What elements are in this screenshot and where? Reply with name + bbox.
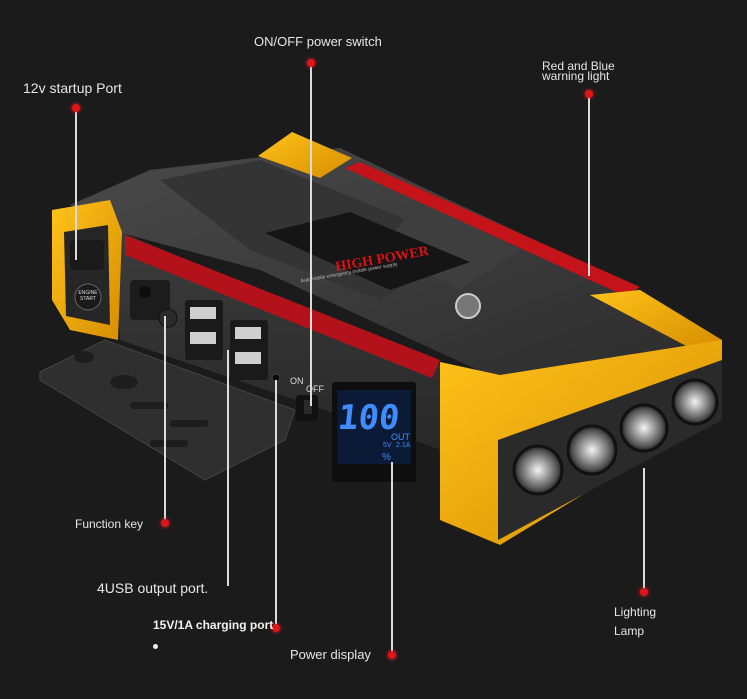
callout-dot-startup-port	[72, 104, 80, 112]
callout-dot-power-switch	[307, 59, 315, 67]
bullet-dot	[153, 644, 158, 649]
callout-startup-port: 12v startup Port	[23, 80, 122, 96]
callout-lighting-line2: Lamp	[614, 624, 645, 638]
top-left-bumper	[258, 132, 352, 178]
callout-warning-light-line1: Red and Blue	[542, 59, 615, 73]
switch-off-label: OFF	[306, 384, 324, 394]
display-spec-voltage: 5V	[383, 442, 392, 449]
callout-charging-port: 15V/1A charging port	[153, 618, 274, 632]
engine-start-button[interactable]: ENGINE START	[78, 290, 98, 302]
callout-dot-charging-port	[272, 624, 280, 632]
callout-lighting-line1: Lighting	[614, 605, 657, 619]
device-front	[115, 230, 500, 482]
callout-usb-port: 4USB output port.	[97, 580, 209, 596]
switch-on-label: ON	[290, 376, 304, 386]
lamp-group	[512, 378, 719, 496]
leader-power-display	[391, 462, 393, 654]
leader-usb-port	[227, 350, 229, 586]
leader-power-switch	[310, 66, 312, 406]
startup-port-socket	[70, 240, 104, 270]
leader-charging-port	[275, 380, 277, 627]
callout-dot-warning-light	[585, 90, 593, 98]
port-cover-flap	[39, 339, 296, 481]
leader-warning-light	[588, 96, 590, 276]
callout-dot-function-key	[161, 519, 169, 527]
display-spec-current: 2.1A	[396, 442, 411, 449]
callout-power-switch: ON/OFF power switch	[254, 34, 382, 49]
compass-icon	[455, 293, 481, 319]
display-percent: %	[382, 452, 391, 463]
callout-dot-power-display	[388, 651, 396, 659]
leader-startup-port	[75, 110, 77, 260]
callout-dot-lighting	[640, 588, 648, 596]
callout-power-display: Power display	[290, 647, 371, 662]
callout-warning-light-line2: warning light	[542, 69, 610, 83]
display-out: OUT	[391, 432, 410, 442]
leader-function-key	[164, 316, 166, 521]
leader-lighting	[643, 468, 645, 592]
callout-function-key: Function key	[75, 517, 144, 531]
top-right-bumper	[590, 290, 722, 348]
brand-plate	[265, 212, 470, 290]
